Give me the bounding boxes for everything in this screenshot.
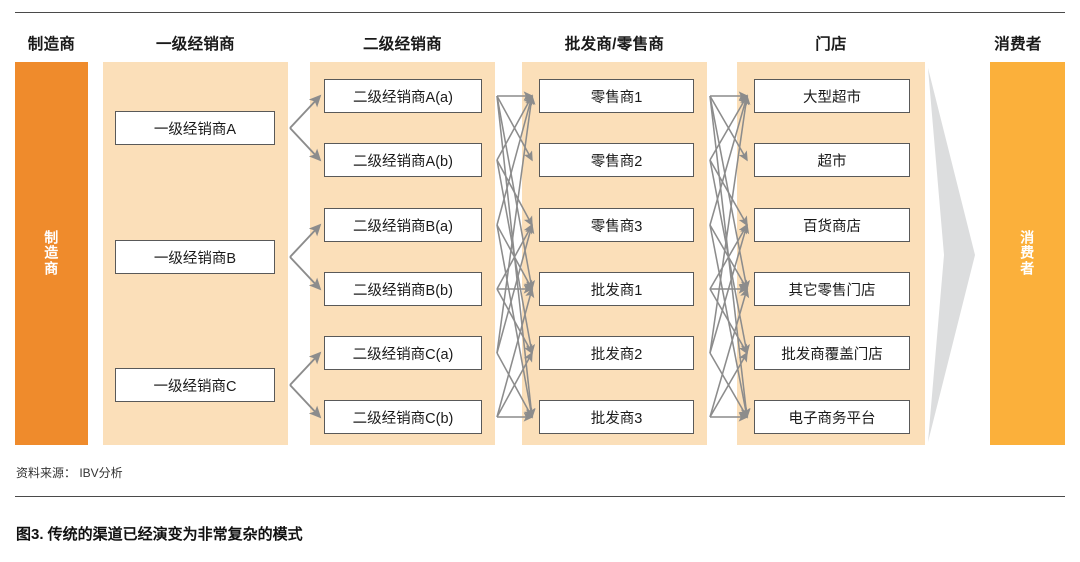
top-divider-rule (15, 12, 1065, 13)
source-note: 资料来源： IBV分析 (16, 466, 123, 480)
node-tier1-c[interactable]: 一级经销商C (115, 368, 275, 402)
node-tier2-bb[interactable]: 二级经销商B(b) (324, 272, 482, 306)
manufacturer-label-char-2: 造 (44, 244, 59, 261)
band-wholesaler-retailer (522, 62, 707, 445)
node-tier2-aa[interactable]: 二级经销商A(a) (324, 79, 482, 113)
consumer-label-char-3: 者 (1020, 260, 1035, 277)
column-header-manufacturer: 制造商 (27, 36, 76, 53)
store-to-consumer-arrow (928, 68, 975, 442)
node-store-wholesale-covered[interactable]: 批发商覆盖门店 (754, 336, 910, 370)
column-header-tier2-distributor: 二级经销商 (362, 36, 442, 53)
band-manufacturer: 制 造 商 (15, 62, 88, 445)
node-tier1-b[interactable]: 一级经销商B (115, 240, 275, 274)
node-wholesaler-3[interactable]: 批发商3 (539, 400, 694, 434)
node-wholesaler-1[interactable]: 批发商1 (539, 272, 694, 306)
band-consumer: 消 费 者 (990, 62, 1065, 445)
bottom-divider-rule (15, 496, 1065, 497)
consumer-vertical-label: 消 费 者 (990, 228, 1065, 277)
node-store-department[interactable]: 百货商店 (754, 208, 910, 242)
node-tier2-ba[interactable]: 二级经销商B(a) (324, 208, 482, 242)
figure-caption: 图3. 传统的渠道已经演变为非常复杂的模式 (16, 526, 303, 543)
manufacturer-label-char-1: 制 (44, 228, 59, 245)
column-header-store: 门店 (815, 36, 847, 53)
node-tier2-cb[interactable]: 二级经销商C(b) (324, 400, 482, 434)
band-tier2-distributor (310, 62, 495, 445)
column-header-tier1-distributor: 一级经销商 (155, 36, 235, 53)
node-store-hypermarket[interactable]: 大型超市 (754, 79, 910, 113)
column-header-wholesaler-retailer: 批发商/零售商 (564, 36, 665, 53)
consumer-label-char-1: 消 (1020, 228, 1035, 245)
node-store-supermarket[interactable]: 超市 (754, 143, 910, 177)
manufacturer-label-char-3: 商 (44, 260, 59, 277)
node-retailer-2[interactable]: 零售商2 (539, 143, 694, 177)
node-store-other-retail[interactable]: 其它零售门店 (754, 272, 910, 306)
node-retailer-1[interactable]: 零售商1 (539, 79, 694, 113)
node-tier2-ca[interactable]: 二级经销商C(a) (324, 336, 482, 370)
node-tier1-a[interactable]: 一级经销商A (115, 111, 275, 145)
manufacturer-vertical-label: 制 造 商 (15, 228, 88, 277)
node-store-ecommerce[interactable]: 电子商务平台 (754, 400, 910, 434)
node-wholesaler-2[interactable]: 批发商2 (539, 336, 694, 370)
node-tier2-ab[interactable]: 二级经销商A(b) (324, 143, 482, 177)
node-retailer-3[interactable]: 零售商3 (539, 208, 694, 242)
column-header-consumer: 消费者 (994, 36, 1042, 53)
band-store (737, 62, 925, 445)
consumer-label-char-2: 费 (1020, 244, 1035, 261)
